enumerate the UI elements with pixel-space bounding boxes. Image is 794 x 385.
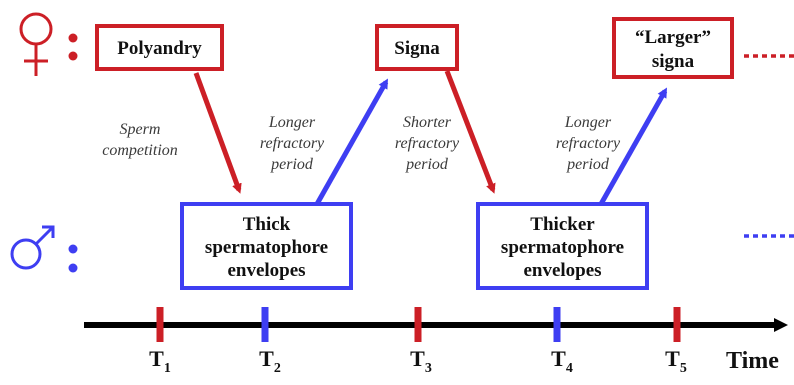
thick-envelopes-box: Thick spermatophore envelopes <box>180 202 353 290</box>
svg-text:T4: T4 <box>551 346 573 376</box>
svg-text:T1: T1 <box>149 346 171 376</box>
tick-t1: T1 <box>149 307 171 376</box>
svg-text:refractory: refractory <box>395 135 460 152</box>
thick-envelopes-line1: Thick <box>243 214 291 235</box>
tick-t3: T3 <box>410 307 432 376</box>
arrow-signa-to-thicker <box>444 70 496 194</box>
signa-box: Signa <box>375 24 459 71</box>
svg-text:period: period <box>270 156 314 173</box>
female-colon-separator <box>68 33 78 61</box>
thicker-envelopes-box: Thicker spermatophore envelopes <box>476 202 649 290</box>
thicker-envelopes-line2: spermatophore <box>501 237 624 258</box>
female-symbol-icon <box>19 12 53 76</box>
svg-text:Longer: Longer <box>268 114 316 131</box>
tick-t2: T2 <box>259 307 281 376</box>
tick-t5: T5 <box>665 307 687 376</box>
note-shorter-refractory: Shorter refractory period <box>395 114 460 173</box>
svg-text:T5: T5 <box>665 346 687 376</box>
note-longer-refractory-2: Longer refractory period <box>556 114 621 173</box>
svg-text:refractory: refractory <box>260 135 325 152</box>
thick-envelopes-line3: envelopes <box>227 260 305 281</box>
arrow-thicker-to-larger-signa <box>598 87 668 206</box>
thick-envelopes-line2: spermatophore <box>205 237 328 258</box>
svg-text:period: period <box>405 156 449 173</box>
larger-signa-label-line2: signa <box>652 51 695 72</box>
svg-text:refractory: refractory <box>556 135 621 152</box>
svg-text:Shorter: Shorter <box>403 114 452 131</box>
larger-signa-label-line1: “Larger” <box>635 27 711 48</box>
tick-t4: T4 <box>551 307 573 376</box>
arrow-thick-to-signa <box>314 78 389 206</box>
polyandry-label: Polyandry <box>117 38 202 59</box>
svg-text:Longer: Longer <box>564 114 612 131</box>
thicker-envelopes-line3: envelopes <box>523 260 601 281</box>
note-longer-refractory-1: Longer refractory period <box>260 114 325 173</box>
svg-text:T2: T2 <box>259 346 281 376</box>
note-sperm-competition: Sperm competition <box>102 121 178 159</box>
svg-text:Sperm: Sperm <box>120 121 161 138</box>
arrow-polyandry-to-thick <box>193 72 242 194</box>
male-symbol-icon <box>10 225 55 270</box>
polyandry-box: Polyandry <box>95 24 224 71</box>
larger-signa-box: “Larger” signa <box>612 17 734 79</box>
thicker-envelopes-line1: Thicker <box>530 214 595 235</box>
male-colon-separator <box>68 244 78 273</box>
svg-text:competition: competition <box>102 142 178 159</box>
svg-text:T3: T3 <box>410 346 432 376</box>
signa-label: Signa <box>394 38 440 59</box>
svg-text:period: period <box>566 156 610 173</box>
time-axis-label: Time <box>726 348 779 374</box>
